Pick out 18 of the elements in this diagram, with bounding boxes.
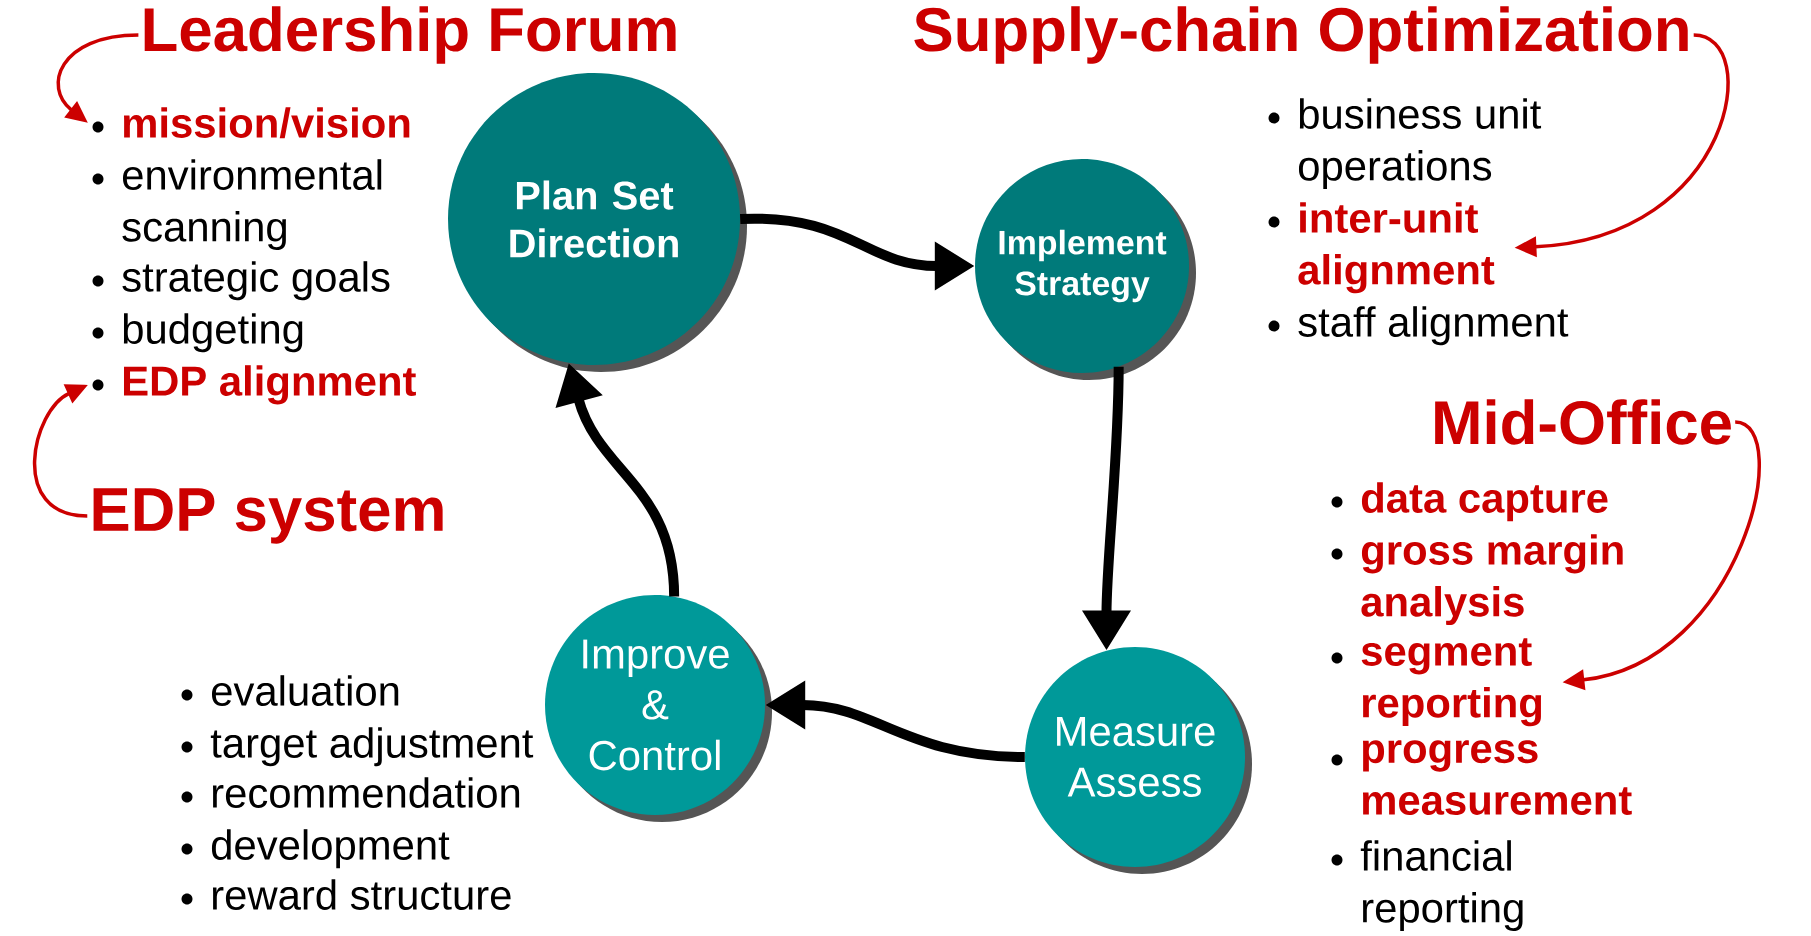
list-item: development <box>211 829 450 869</box>
list-item: evaluation <box>212 675 399 706</box>
list-item: reward structure <box>213 879 511 910</box>
heading: EDP system <box>93 488 443 544</box>
heading: Supply-chain Optimization <box>914 6 1688 64</box>
heading: Mid-Office <box>1435 399 1731 445</box>
arrow <box>32 384 88 518</box>
list-item: staff alignment <box>1298 306 1569 346</box>
list-item: inter-unit alignment <box>1298 202 1495 294</box>
list-item: EDP alignment <box>124 365 416 405</box>
list-item: financial reporting <box>1360 840 1523 931</box>
list-item: mission/vision <box>123 107 410 139</box>
heading: Leadership Forum <box>144 6 676 64</box>
list-item: budgeting <box>123 313 303 353</box>
list-item: data capture <box>1361 482 1608 522</box>
list-item: strategic goals <box>122 261 390 301</box>
list-item: business unit operations <box>1298 98 1542 189</box>
list-item: progress measurement <box>1363 740 1632 815</box>
